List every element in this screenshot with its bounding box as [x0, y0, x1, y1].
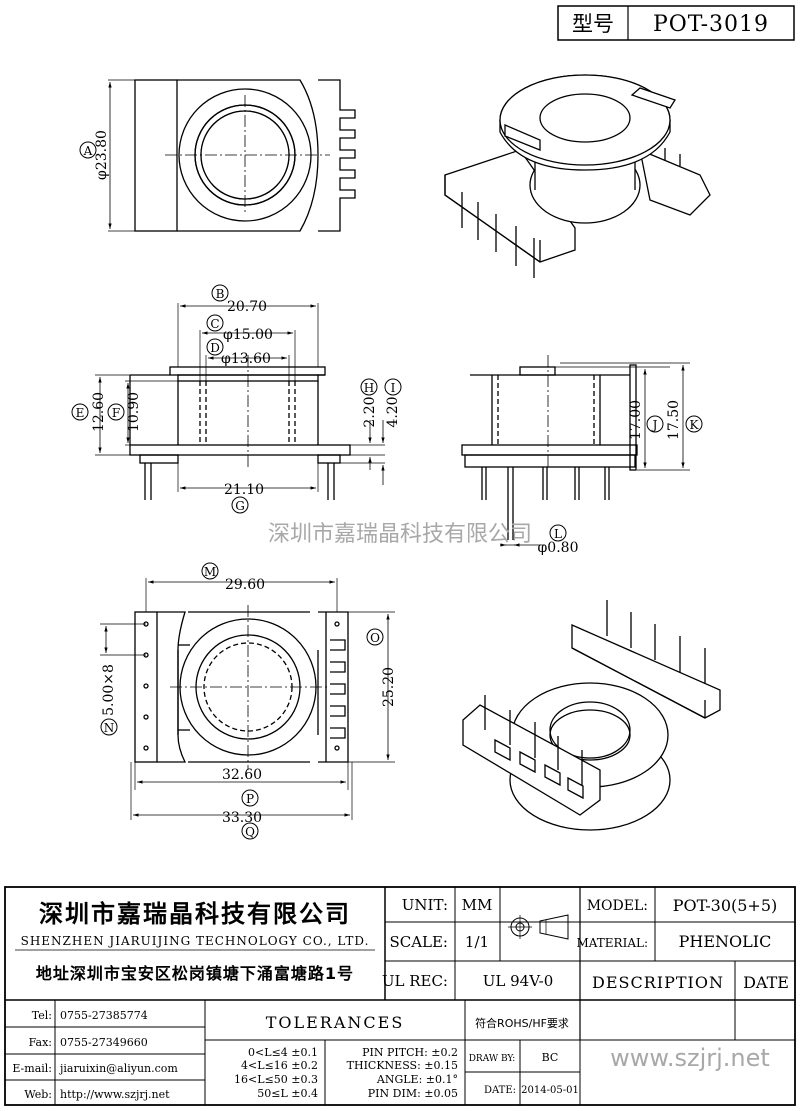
svg-text:PIN PITCH: ±0.2: PIN PITCH: ±0.2	[362, 1046, 458, 1059]
svg-text:E: E	[76, 406, 85, 420]
iso-view-top	[444, 74, 711, 278]
svg-text:0755-27349660: 0755-27349660	[60, 1036, 148, 1049]
svg-text:H: H	[364, 381, 374, 395]
svg-text:17.50: 17.50	[666, 400, 682, 440]
svg-text:DATE:: DATE:	[484, 1085, 516, 1096]
svg-text:jiaruixin@aliyun.com: jiaruixin@aliyun.com	[58, 1062, 178, 1075]
svg-text:THICKNESS: ±0.15: THICKNESS: ±0.15	[347, 1059, 458, 1072]
svg-text:2.20: 2.20	[362, 396, 378, 427]
svg-text:F: F	[112, 406, 120, 420]
svg-text:POT-30(5+5): POT-30(5+5)	[673, 896, 778, 915]
svg-text:12.60: 12.60	[91, 392, 107, 432]
svg-text:φ23.80: φ23.80	[94, 130, 110, 180]
svg-text:TOLERANCES: TOLERANCES	[266, 1013, 405, 1032]
svg-text:MODEL:: MODEL:	[587, 898, 648, 914]
svg-text:G: G	[235, 499, 245, 513]
company-en: SHENZHEN JIARUIJING TECHNOLOGY CO., LTD.	[21, 934, 370, 948]
svg-text:PHENOLIC: PHENOLIC	[679, 932, 772, 951]
svg-text:29.60: 29.60	[225, 577, 265, 593]
svg-text:0755-27385774: 0755-27385774	[60, 1009, 148, 1022]
side-view	[461, 355, 690, 547]
svg-text:MATERIAL:: MATERIAL:	[576, 936, 648, 950]
svg-text:UL REC:: UL REC:	[382, 972, 448, 990]
svg-text:Fax:: Fax:	[29, 1036, 52, 1049]
svg-text:21.10: 21.10	[224, 482, 264, 498]
svg-text:20.70: 20.70	[227, 299, 267, 315]
svg-text:4<L≤16 ±0.2: 4<L≤16 ±0.2	[241, 1059, 318, 1072]
svg-text:B: B	[216, 287, 225, 301]
front-view	[95, 303, 385, 500]
svg-text:J: J	[651, 418, 658, 432]
watermark: 深圳市嘉瑞晶科技有限公司	[268, 522, 532, 547]
svg-text:UL 94V-0: UL 94V-0	[483, 972, 554, 990]
dim-labels-bottom: M 29.60 5.00×8 N O 25.20 32.60 P 33.30 Q	[100, 562, 397, 840]
top-view	[108, 79, 356, 232]
title-block	[4, 886, 796, 1106]
svg-text:2014-05-01: 2014-05-01	[521, 1085, 579, 1096]
svg-text:BC: BC	[542, 1051, 559, 1064]
svg-text:E-mail:: E-mail:	[12, 1062, 52, 1075]
svg-text:Q: Q	[245, 825, 255, 839]
svg-text:32.60: 32.60	[222, 767, 262, 783]
svg-text:Web:: Web:	[24, 1088, 52, 1101]
svg-text:K: K	[690, 418, 700, 432]
svg-text:4.20: 4.20	[385, 396, 401, 427]
dim-A: A φ23.80	[79, 130, 110, 180]
svg-text:5.00×8: 5.00×8	[101, 664, 117, 716]
svg-text:http://www.szjrj.net: http://www.szjrj.net	[60, 1088, 170, 1101]
bottom-view	[100, 578, 395, 820]
title-block-text: 深圳市嘉瑞晶科技有限公司 SHENZHEN JIARUIJING TECHNOL…	[12, 896, 789, 1101]
svg-text:1/1: 1/1	[465, 933, 489, 951]
dim-labels-side: 17.00 J 17.50 K L φ0.80	[538, 400, 703, 556]
svg-text:P: P	[246, 792, 254, 806]
svg-text:D: D	[210, 341, 220, 355]
svg-text:17.00: 17.00	[628, 400, 644, 440]
svg-text:DRAW BY:: DRAW BY:	[469, 1054, 516, 1064]
svg-text:33.30: 33.30	[222, 810, 262, 826]
svg-text:DATE: DATE	[743, 973, 789, 992]
svg-text:A: A	[83, 144, 93, 158]
dim-labels-front: B 20.70 C φ15.00 D φ13.60 E 12.60 F 10.9…	[71, 284, 402, 514]
svg-text:16<L≤50 ±0.3: 16<L≤50 ±0.3	[234, 1073, 318, 1086]
svg-text:φ13.60: φ13.60	[221, 351, 271, 367]
svg-text:O: O	[370, 631, 380, 645]
type-value: POT-3019	[653, 12, 769, 37]
svg-text:φ0.80: φ0.80	[538, 540, 579, 556]
svg-text:Tel:: Tel:	[32, 1009, 52, 1022]
svg-text:50≤L ±0.4: 50≤L ±0.4	[257, 1087, 318, 1100]
svg-text:UNIT:: UNIT:	[402, 896, 448, 914]
company-cn: 深圳市嘉瑞晶科技有限公司	[39, 900, 351, 928]
svg-text:10.90: 10.90	[126, 392, 142, 432]
website-watermark: www.szjrj.net	[610, 1044, 770, 1072]
svg-text:25.20: 25.20	[381, 667, 397, 707]
svg-text:C: C	[210, 317, 219, 331]
model-header: 型号 POT-3019	[557, 5, 795, 41]
address: 地址深圳市宝安区松岗镇塘下涌富塘路1号	[36, 964, 354, 983]
svg-text:MM: MM	[462, 896, 493, 914]
svg-text:符合ROHS/HF要求: 符合ROHS/HF要求	[475, 1016, 569, 1030]
svg-text:N: N	[104, 721, 115, 735]
type-label: 型号	[572, 12, 614, 36]
svg-text:DESCRIPTION: DESCRIPTION	[592, 973, 724, 992]
svg-text:ANGLE: ±0.1°: ANGLE: ±0.1°	[376, 1073, 458, 1086]
svg-text:φ15.00: φ15.00	[223, 327, 273, 343]
svg-text:I: I	[391, 381, 396, 395]
svg-text:PIN DIM: ±0.05: PIN DIM: ±0.05	[368, 1087, 458, 1100]
iso-view-bottom	[462, 600, 721, 831]
svg-text:0<L≤4 ±0.1: 0<L≤4 ±0.1	[248, 1046, 318, 1059]
svg-text:M: M	[204, 565, 216, 579]
svg-text:L: L	[554, 527, 562, 541]
svg-text:SCALE:: SCALE:	[389, 933, 448, 951]
